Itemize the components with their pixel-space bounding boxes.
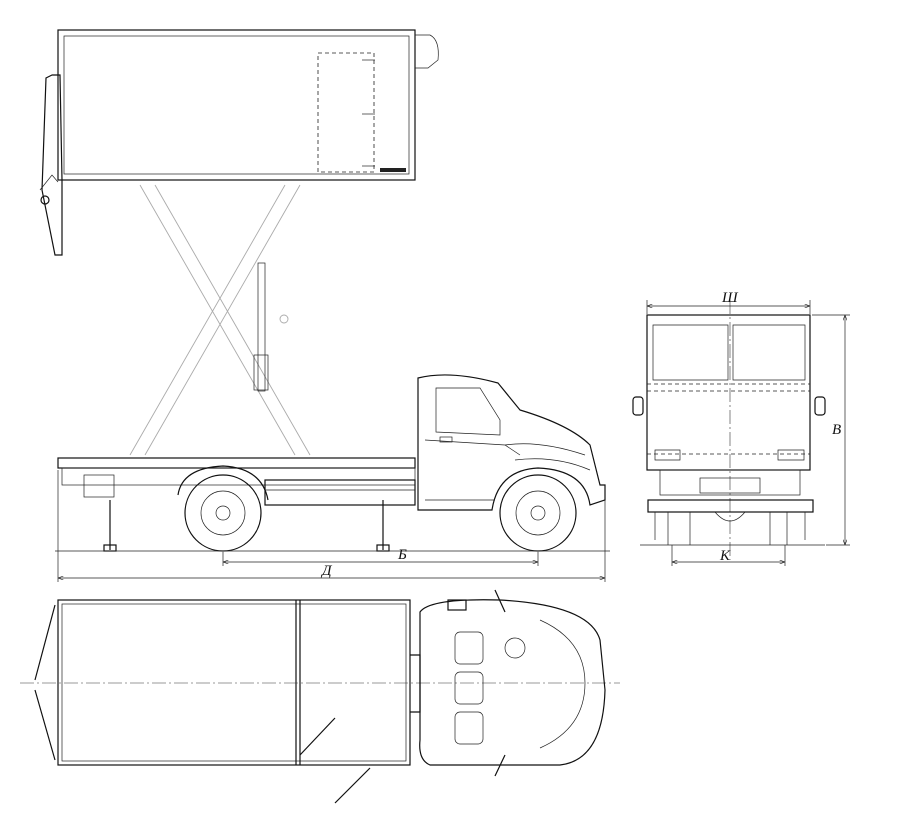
rear-view: Ш В К [632,290,850,566]
dimension-length: Д [57,470,606,582]
wheelbase-label: Б [397,547,407,563]
top-view [20,589,620,804]
wheels [184,474,577,552]
dimension-wheelbase: Б [222,547,539,566]
nameplate [380,168,406,172]
chassis-side [57,457,416,552]
length-label: Д [320,563,333,579]
side-door [317,52,375,173]
scissor-lift [129,184,311,456]
track-label: К [719,548,731,564]
side-door-open-inner [299,717,336,756]
cab-side [417,374,606,511]
cab-top [419,599,606,766]
tail-lift [39,74,63,256]
side-door-open-outer [334,767,371,804]
rear-doors-open [34,604,56,761]
raised-body [57,29,439,181]
height-label: В [832,422,841,438]
width-label: Ш [721,290,739,306]
